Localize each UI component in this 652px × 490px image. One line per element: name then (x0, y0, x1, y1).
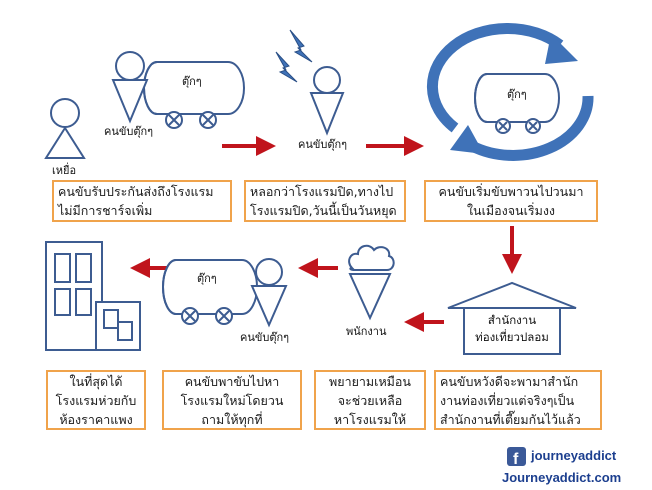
step-7-line-3: ห้องราคาแพง (59, 411, 133, 427)
fake-tourist-office-house (447, 281, 577, 355)
step-4-line-1: คนขับหวังดีจะพามาสำนัก (440, 373, 579, 389)
tuktuk-label-1: ตุ๊กๆ (182, 75, 202, 88)
step-4-box: คนขับหวังดีจะพามาสำนัก งานท่องเที่ยวแต่จ… (434, 370, 602, 430)
passenger-label: เหยื่อ (52, 164, 77, 177)
driver-figure-3 (250, 258, 288, 328)
step-7-line-2: โรงแรมห่วยกับ (55, 392, 137, 408)
step-2-box: หลอกว่าโรงแรมปิด,ทางไป โรงแรมปิด,วันนี้เ… (244, 180, 406, 222)
step-7-line-1: ในที่สุดได้ (69, 373, 123, 389)
passenger-figure (44, 98, 86, 159)
step-6-line-3: ถามให้ทุกที่ (201, 411, 263, 427)
step-4-line-3: สำนักงานที่เตี๊ยมกันไว้แล้ว (440, 411, 581, 427)
step-2-line-1: หลอกว่าโรงแรมปิด,ทางไป (250, 184, 394, 199)
staff-label: พนักงาน (346, 325, 387, 338)
facebook-icon: f (507, 447, 526, 468)
step-5-box: พยายามเหมือน จะช่วยเหลือ หาโรงแรมให้ (314, 370, 426, 430)
step-3-line-1: คนขับเริ่มขับพาวนไปวนมา (438, 184, 584, 199)
cloud-hair-icon (348, 244, 395, 271)
step-1-box: คนขับรับประกันส่งถึงโรงแรม ไม่มีการชาร์จ… (52, 180, 232, 222)
step-6-line-2: โรงแรมใหม่โดยวน (180, 392, 284, 408)
circular-arrows-icon (426, 22, 594, 161)
step-1-line-2: ไม่มีการชาร์จเพิ่ม (58, 203, 153, 218)
step-5-line-1: พยายามเหมือน (329, 373, 411, 389)
driver-figure-2 (309, 66, 345, 136)
step-3-box: คนขับเริ่มขับพาวนไปวนมา ในเมืองจนเริ่มงง (424, 180, 598, 222)
tuktuk-label-3: ตุ๊กๆ (197, 272, 217, 285)
step-2-line-2: โรงแรมปิด,วันนี้เป็นวันหยุด (250, 203, 397, 218)
tourist-office-line-2: ท่องเที่ยวปลอม (475, 330, 549, 344)
tuktuk-1 (143, 61, 245, 129)
driver-label-1: คนขับตุ๊กๆ (104, 125, 154, 138)
step-5-line-2: จะช่วยเหลือ (337, 392, 403, 408)
step-6-line-1: คนขับพาขับไปหา (184, 373, 280, 389)
svg-text:f: f (513, 451, 519, 468)
step-1-line-1: คนขับรับประกันส่งถึงโรงแรม (58, 184, 214, 199)
tuktuk-label-2: ตุ๊กๆ (507, 88, 527, 101)
lightning-icon (275, 29, 313, 83)
hotel-building (45, 241, 141, 351)
tourist-office-line-1: สำนักงาน (487, 313, 537, 327)
driver-label-2: คนขับตุ๊กๆ (298, 138, 348, 151)
step-7-box: ในที่สุดได้ โรงแรมห่วยกับ ห้องราคาแพง (46, 370, 146, 430)
driver-label-3: คนขับตุ๊กๆ (240, 331, 290, 344)
tourist-office-label: สำนักงาน ท่องเที่ยวปลอม (466, 312, 558, 346)
step-5-line-3: หาโรงแรมให้ (333, 411, 407, 427)
staff-figure (348, 244, 395, 321)
website-link[interactable]: Journeyaddict.com (502, 470, 622, 485)
step-3-line-2: ในเมืองจนเริ่มงง (466, 203, 556, 218)
facebook-handle[interactable]: journeyaddict (531, 448, 617, 463)
step-6-box: คนขับพาขับไปหา โรงแรมใหม่โดยวน ถามให้ทุก… (162, 370, 302, 430)
step-4-line-2: งานท่องเที่ยวแต่จริงๆเป็น (440, 392, 575, 408)
tuktuk-2 (474, 73, 560, 134)
driver-figure-1 (111, 51, 149, 124)
tuktuk-3 (162, 259, 258, 325)
